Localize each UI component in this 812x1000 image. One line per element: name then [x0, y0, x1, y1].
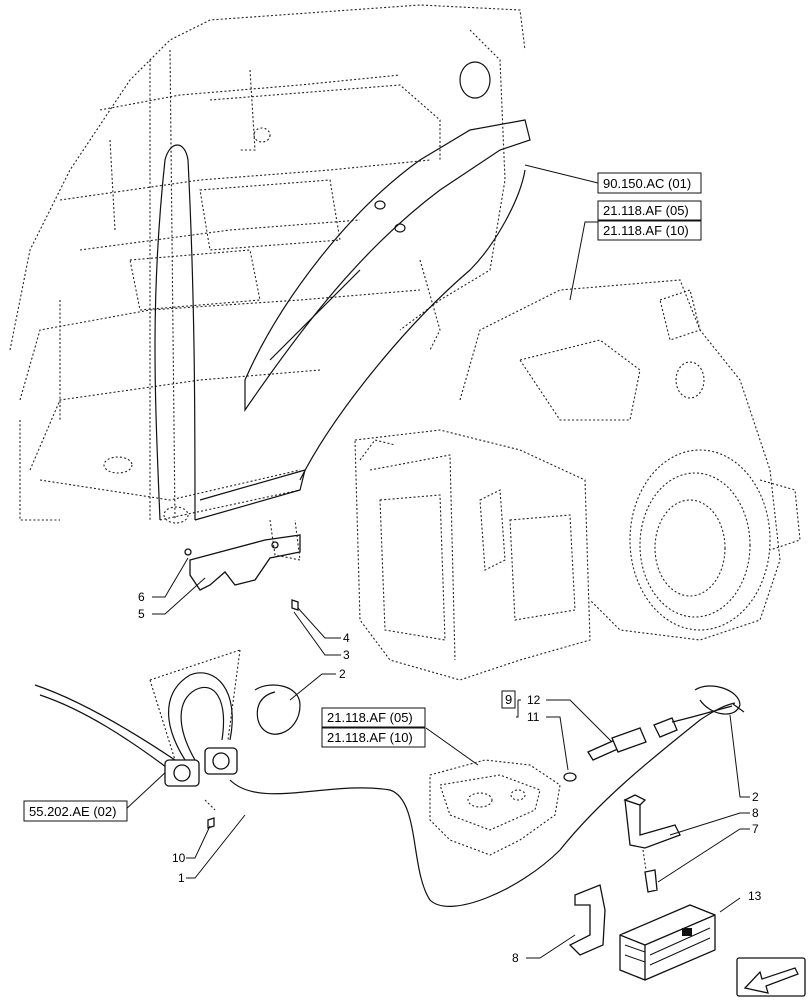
arrow-left-down-icon[interactable]	[736, 957, 806, 997]
callout-8-lower: 8	[512, 951, 519, 965]
reference-box-21-118-af-10-mid[interactable]: 21.118.AF (10)	[321, 727, 426, 748]
svg-text:21.118.AF (10): 21.118.AF (10)	[327, 730, 413, 745]
svg-text:21.118.AF (05): 21.118.AF (05)	[603, 203, 689, 218]
callout-5: 5	[138, 607, 145, 621]
valve-block-part	[429, 759, 561, 856]
callout-13: 13	[748, 889, 762, 903]
svg-text:21.118.AF (05): 21.118.AF (05)	[327, 710, 413, 725]
reference-box-90-150-ac-01[interactable]: 90.150.AC (01)	[597, 172, 702, 194]
reference-leaders	[124, 164, 599, 811]
callout-12: 12	[527, 693, 541, 707]
svg-text:21.118.AF (10): 21.118.AF (10)	[603, 223, 689, 238]
cab-frame-drawing	[9, 4, 531, 524]
cable-tie-parts	[254, 684, 745, 735]
reference-box-21-118-af-10-top[interactable]: 21.118.AF (10)	[597, 220, 702, 241]
callout-8-upper: 8	[752, 806, 759, 820]
socket-assembly-part	[34, 649, 736, 907]
lower-bracket-part	[568, 884, 606, 956]
reference-box-55-202-ae-02[interactable]: 55.202.AE (02)	[23, 800, 128, 822]
callout-2-left: 2	[339, 667, 346, 681]
kit-box-9[interactable]: 9	[501, 690, 516, 709]
reference-box-21-118-af-05-mid[interactable]: 21.118.AF (05)	[321, 707, 426, 728]
callout-4: 4	[343, 631, 350, 645]
svg-text:9: 9	[505, 692, 512, 707]
callout-3: 3	[343, 648, 350, 662]
svg-text:55.202.AE (02): 55.202.AE (02)	[29, 804, 116, 819]
reference-box-21-118-af-05-top[interactable]: 21.118.AF (05)	[597, 200, 702, 221]
kit-box-part	[619, 904, 716, 981]
svg-text:90.150.AC (01): 90.150.AC (01)	[603, 176, 691, 191]
callout-7: 7	[752, 822, 759, 836]
callout-10: 10	[172, 851, 186, 865]
callout-2-right: 2	[752, 790, 759, 804]
callout-leaders	[152, 557, 750, 959]
cab-bracket-part	[184, 519, 301, 611]
callout-1: 1	[178, 871, 185, 885]
sensor-part	[563, 705, 733, 782]
sensor-bracket-part	[623, 794, 681, 893]
transmission-housing-drawing	[354, 279, 801, 681]
callout-6: 6	[138, 590, 145, 604]
callout-11: 11	[527, 710, 540, 724]
